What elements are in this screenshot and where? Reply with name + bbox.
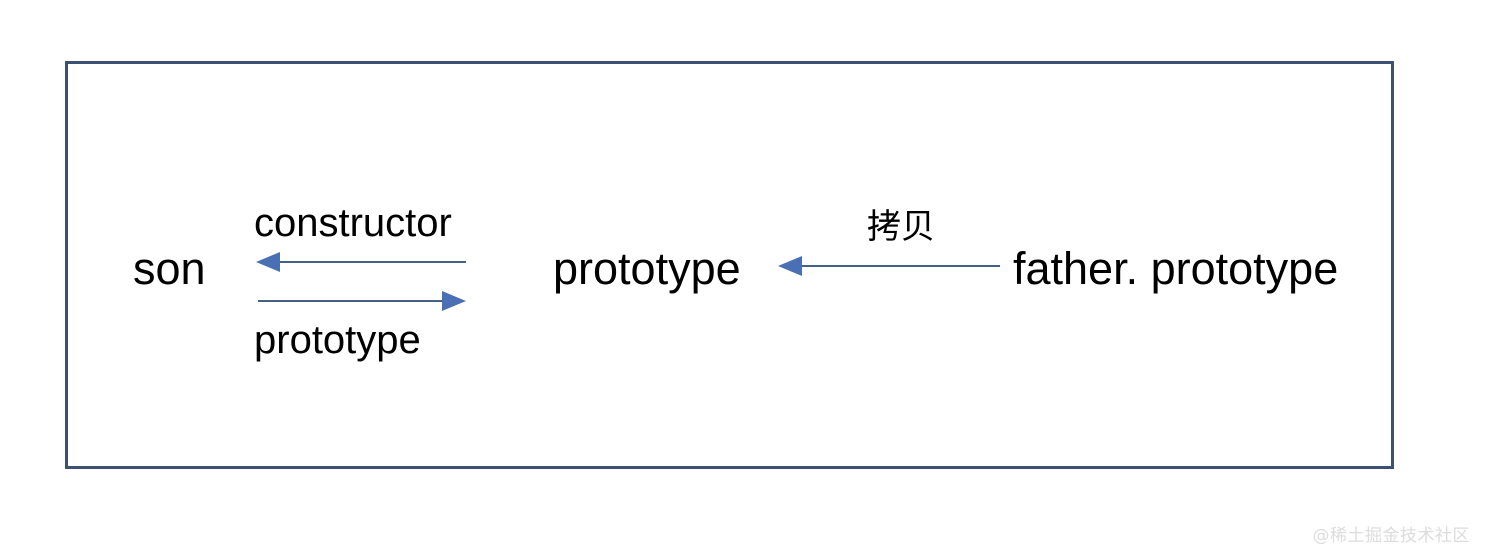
node-prototype: prototype bbox=[553, 243, 741, 294]
edge-label-constructor: constructor bbox=[254, 201, 452, 245]
edge-label-prototype: prototype bbox=[254, 318, 421, 362]
arrow-copy bbox=[778, 256, 1000, 276]
node-son: son bbox=[133, 243, 206, 294]
arrow-copy-head-icon bbox=[778, 256, 802, 276]
node-father-prototype: father. prototype bbox=[1013, 243, 1339, 294]
arrow-prototype-head-icon bbox=[442, 291, 466, 311]
arrow-constructor bbox=[256, 252, 466, 272]
arrow-constructor-head-icon bbox=[256, 252, 280, 272]
diagram-frame bbox=[65, 61, 1394, 469]
arrow-prototype bbox=[258, 291, 466, 311]
edge-label-copy: 拷贝 bbox=[867, 208, 935, 246]
watermark: @稀土掘金技术社区 bbox=[1312, 526, 1470, 546]
